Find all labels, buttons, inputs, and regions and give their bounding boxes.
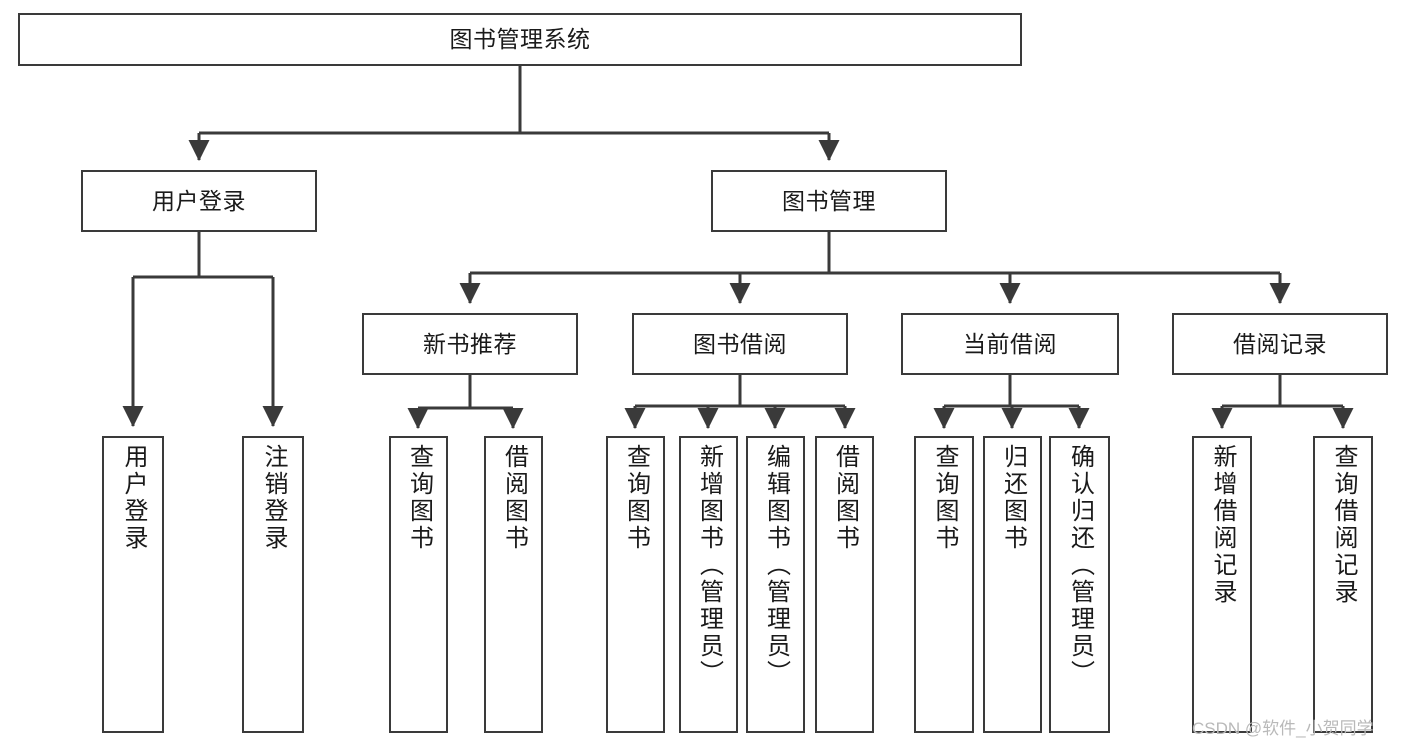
node-user-login-label: 用户登录 <box>152 187 246 214</box>
node-root[interactable]: 图书管理系统 <box>18 13 1022 66</box>
node-leaf-query-book-3[interactable]: 查询图书 <box>914 436 974 733</box>
node-leaf-borrow-book-2-label: 借阅图书 <box>831 444 859 552</box>
node-leaf-query-book-2-label: 查询图书 <box>622 444 650 552</box>
node-book-manage-label: 图书管理 <box>782 187 876 214</box>
node-leaf-user-login-label: 用户登录 <box>120 444 147 552</box>
node-leaf-return-book-label: 归还图书 <box>999 444 1027 552</box>
node-leaf-add-record-label: 新增借阅记录 <box>1209 444 1236 606</box>
node-leaf-query-record-label: 查询借阅记录 <box>1330 444 1357 606</box>
node-leaf-logout-label: 注销登录 <box>260 444 287 552</box>
node-leaf-confirm-return[interactable]: 确认归还（管理员） <box>1049 436 1110 733</box>
node-leaf-logout[interactable]: 注销登录 <box>242 436 304 733</box>
node-root-label: 图书管理系统 <box>449 26 591 53</box>
node-leaf-query-record[interactable]: 查询借阅记录 <box>1313 436 1373 733</box>
node-book-manage[interactable]: 图书管理 <box>711 170 947 232</box>
node-new-book-rec[interactable]: 新书推荐 <box>362 313 578 375</box>
node-leaf-query-book-2[interactable]: 查询图书 <box>606 436 665 733</box>
node-leaf-return-book[interactable]: 归还图书 <box>983 436 1042 733</box>
node-user-login[interactable]: 用户登录 <box>81 170 317 232</box>
node-borrow-record-label: 借阅记录 <box>1233 330 1327 357</box>
node-leaf-confirm-return-label: 确认归还（管理员） <box>1066 444 1094 687</box>
node-leaf-query-book-3-label: 查询图书 <box>931 444 958 552</box>
node-book-borrow-label: 图书借阅 <box>693 330 787 357</box>
node-leaf-add-book-label: 新增图书（管理员） <box>695 444 723 687</box>
node-leaf-borrow-book-1-label: 借阅图书 <box>500 444 528 552</box>
node-leaf-query-book-1[interactable]: 查询图书 <box>389 436 448 733</box>
node-leaf-query-book-1-label: 查询图书 <box>405 444 433 552</box>
node-current-borrow[interactable]: 当前借阅 <box>901 313 1119 375</box>
node-leaf-add-record[interactable]: 新增借阅记录 <box>1192 436 1252 733</box>
csdn-watermark: CSDN @软件_小贺同学 <box>1192 719 1374 738</box>
node-new-book-rec-label: 新书推荐 <box>423 330 517 357</box>
node-leaf-borrow-book-2[interactable]: 借阅图书 <box>815 436 874 733</box>
node-leaf-user-login[interactable]: 用户登录 <box>102 436 164 733</box>
node-borrow-record[interactable]: 借阅记录 <box>1172 313 1388 375</box>
node-leaf-edit-book-label: 编辑图书（管理员） <box>762 444 790 687</box>
node-leaf-add-book[interactable]: 新增图书（管理员） <box>679 436 738 733</box>
node-leaf-borrow-book-1[interactable]: 借阅图书 <box>484 436 543 733</box>
node-book-borrow[interactable]: 图书借阅 <box>632 313 848 375</box>
node-leaf-edit-book[interactable]: 编辑图书（管理员） <box>746 436 805 733</box>
node-current-borrow-label: 当前借阅 <box>963 330 1057 357</box>
